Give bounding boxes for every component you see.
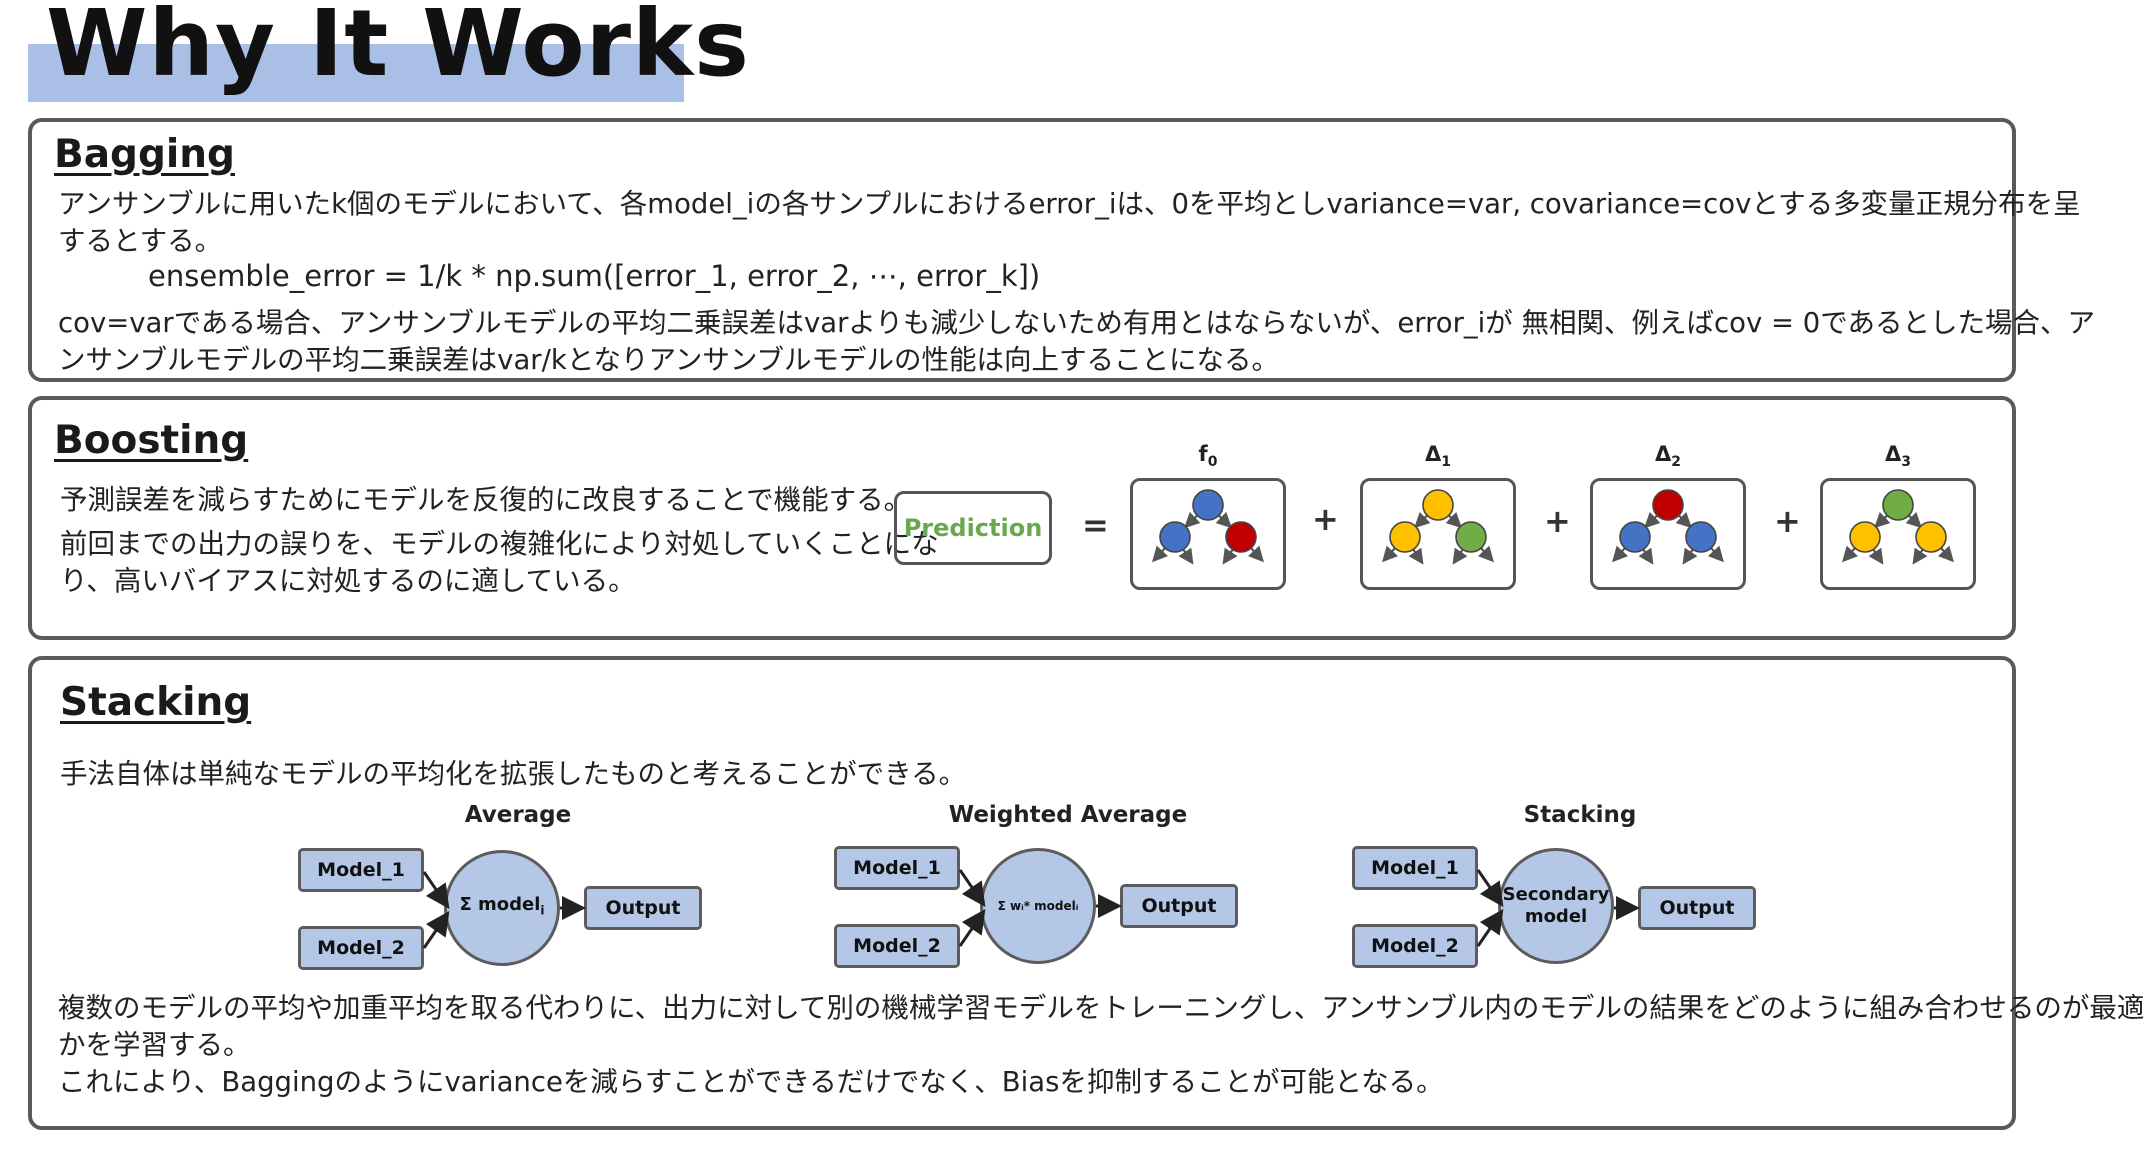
tree-edge — [1874, 511, 1891, 529]
tree-edge — [1222, 547, 1238, 565]
plus-sign: + — [1544, 502, 1571, 540]
model-2-box: Model_2 — [298, 926, 424, 970]
diagram-title-stacking: Stacking — [1523, 802, 1637, 828]
tree-delta1 — [1360, 478, 1516, 590]
diagram-title-average: Average — [464, 802, 572, 828]
tree-label-f0: f0 — [1198, 442, 1218, 471]
tree-edge — [1178, 547, 1194, 565]
tree-node — [1849, 521, 1881, 553]
plus-sign: + — [1312, 500, 1339, 538]
tree-delta3 — [1820, 478, 1976, 590]
tree-f0 — [1130, 478, 1286, 590]
bagging-panel: Bagging アンサンブルに用いたk個のモデルにおいて、各model_iの各サ… — [28, 118, 2095, 382]
tree-edge — [1247, 545, 1264, 563]
tree-edge — [1842, 545, 1859, 563]
tree-diagram — [1382, 489, 1494, 565]
combiner-circle: Σ wᵢ* modelᵢ — [980, 848, 1096, 964]
tree-node — [1685, 521, 1717, 553]
tree-diagram — [1842, 489, 1954, 565]
tree-edge — [1414, 511, 1431, 529]
tree-node — [1192, 489, 1224, 521]
tree-edge — [1477, 545, 1494, 563]
tree-edge — [1937, 545, 1954, 563]
tree-edge — [1612, 545, 1629, 563]
tree-edge — [1644, 511, 1661, 529]
tree-edge — [1184, 511, 1201, 529]
tree-node — [1225, 521, 1257, 553]
output-box: Output — [584, 886, 702, 930]
tree-edge — [1445, 511, 1462, 529]
boosting-text-line-1: 予測誤差を減らすためにモデルを反復的に改良することで機能する。 — [60, 484, 912, 516]
bagging-text-line-2: するとする。 — [58, 225, 223, 257]
tree-label-delta1: Δ1 — [1424, 442, 1451, 471]
stacking-title: Stacking — [60, 680, 252, 725]
stacking-text-line-4: これにより、Baggingのようにvarianceを減らすことができるだけでなく… — [58, 1066, 1444, 1098]
boosting-text-line-2: 前回までの出力の誤りを、モデルの複雑化により対処していくことにな — [60, 528, 939, 560]
equals-sign: = — [1082, 506, 1109, 544]
tree-edge — [1905, 511, 1922, 529]
model-1-box: Model_1 — [298, 848, 424, 892]
combiner-circle: Secondary model — [1498, 848, 1614, 964]
tree-edge — [1452, 547, 1468, 565]
page-title: Why It Works — [46, 0, 750, 97]
plus-sign: + — [1774, 502, 1801, 540]
tree-edge — [1152, 545, 1169, 563]
tree-node — [1159, 521, 1191, 553]
boosting-title: Boosting — [54, 418, 249, 463]
tree-node — [1455, 521, 1487, 553]
boosting-panel: Boosting 予測誤差を減らすためにモデルを反復的に改良することで機能する。… — [28, 396, 2016, 640]
tree-label-delta3: Δ3 — [1884, 442, 1911, 471]
stacking-text-line-3: かを学習する。 — [58, 1029, 251, 1061]
title-highlight-bar — [28, 44, 684, 102]
tree-edge — [1707, 545, 1724, 563]
tree-edge — [1408, 547, 1424, 565]
prediction-box: Prediction — [894, 491, 1052, 565]
stacking-panel: Stacking 手法自体は単純なモデルの平均化を拡張したものと考えることができ… — [28, 656, 2144, 1130]
tree-edge — [1215, 511, 1232, 529]
output-box: Output — [1120, 884, 1238, 928]
bagging-text-line-4: ンサンブルモデルの平均二乗誤差はvar/kとなりアンサンブルモデルの性能は向上す… — [58, 344, 1280, 376]
tree-node — [1422, 489, 1454, 521]
tree-edge — [1912, 547, 1928, 565]
diagram-title-weighted-average: Weighted Average — [948, 802, 1188, 828]
diagram-arrows — [422, 869, 1640, 949]
tree-delta2 — [1590, 478, 1746, 590]
boosting-text-line-3: り、高いバイアスに対処するのに適している。 — [60, 565, 636, 597]
page-title-block: Why It Works — [28, 0, 749, 104]
tree-node — [1389, 521, 1421, 553]
model-1-box: Model_1 — [1352, 846, 1478, 890]
tree-edge — [1638, 547, 1654, 565]
bagging-title: Bagging — [54, 132, 235, 177]
tree-edge — [1382, 545, 1399, 563]
tree-edge — [1682, 547, 1698, 565]
tree-diagram — [1152, 489, 1264, 565]
tree-node — [1652, 489, 1684, 521]
model-2-box: Model_2 — [834, 924, 960, 968]
tree-diagram — [1612, 489, 1724, 565]
tree-node — [1619, 521, 1651, 553]
combiner-circle: Σ modeli — [444, 850, 560, 966]
output-box: Output — [1638, 886, 1756, 930]
tree-node — [1915, 521, 1947, 553]
bagging-text-line-3: cov=varである場合、アンサンブルモデルの平均二乗誤差はvarよりも減少しな… — [58, 307, 2095, 339]
model-1-box: Model_1 — [834, 846, 960, 890]
tree-label-delta2: Δ2 — [1654, 442, 1681, 471]
stacking-text-line-2: 複数のモデルの平均や加重平均を取る代わりに、出力に対して別の機械学習モデルをトレ… — [58, 992, 2144, 1024]
tree-edge — [1868, 547, 1884, 565]
model-2-box: Model_2 — [1352, 924, 1478, 968]
tree-edge — [1675, 511, 1692, 529]
bagging-formula: ensemble_error = 1/k * np.sum([error_1, … — [148, 259, 1041, 293]
bagging-text-line-1: アンサンブルに用いたk個のモデルにおいて、各model_iの各サンプルにおけるe… — [58, 188, 2081, 220]
stacking-text-line-1: 手法自体は単純なモデルの平均化を拡張したものと考えることができる。 — [60, 758, 967, 790]
tree-node — [1882, 489, 1914, 521]
